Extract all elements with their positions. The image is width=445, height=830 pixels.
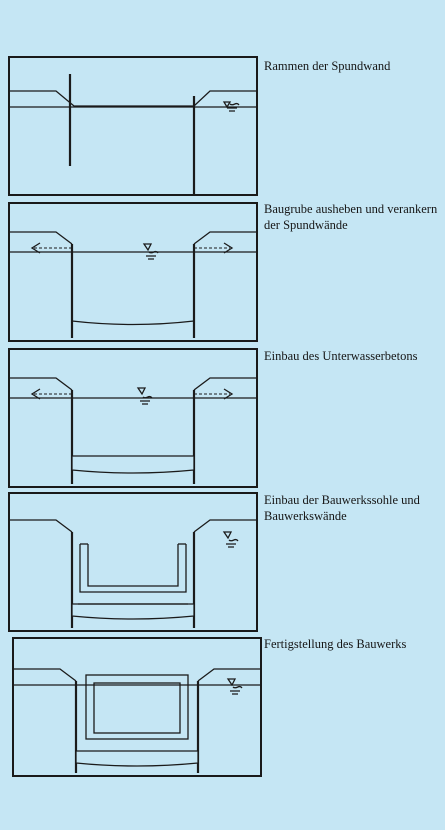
water-level-icon <box>222 531 239 548</box>
ground-right <box>197 668 260 682</box>
underwater-concrete-slab <box>75 750 199 767</box>
stage-2-diagram <box>10 231 256 338</box>
ground-left <box>10 377 73 391</box>
water-level-icon <box>222 101 240 112</box>
ground-right <box>193 231 256 245</box>
step-4-caption: Einbau der Bauwerkssohle und Bauwerkswän… <box>264 493 420 523</box>
stage-3-underwater-concrete <box>8 348 258 488</box>
water-level-icon <box>226 678 243 695</box>
step-1-caption: Rammen der Spundwand <box>264 59 391 73</box>
anchor-arrow-icon <box>30 242 234 254</box>
stage-4-diagram <box>10 519 256 628</box>
excavation-bottom <box>71 320 195 326</box>
ground-right <box>193 519 256 533</box>
underwater-concrete-slab <box>71 603 195 620</box>
stage-5-completion <box>12 637 262 777</box>
water-level-icon <box>136 387 153 405</box>
ground-left <box>14 668 77 682</box>
stage-4-floor-and-walls <box>8 492 258 632</box>
stage-2-excavation-anchoring <box>8 202 258 342</box>
ground-left <box>10 231 73 245</box>
step-2-caption: Baugrube ausheben und verankern der Spun… <box>264 202 438 232</box>
water-level-icon <box>142 243 159 260</box>
structure-inner <box>93 682 181 734</box>
ground-line <box>10 90 256 107</box>
step-5-caption: Fertigstellung des Bauwerks <box>264 637 407 651</box>
ground-left <box>10 519 73 533</box>
structure-walls-outer <box>79 544 187 593</box>
anchor-arrow-icon <box>30 388 234 400</box>
stage-1-diagram <box>10 74 256 194</box>
step-3-caption: Einbau des Unterwasserbetons <box>264 349 418 363</box>
structure-outer <box>85 674 189 740</box>
structure-walls-inner <box>87 544 179 587</box>
stage-5-diagram <box>14 668 260 773</box>
ground-right <box>193 377 256 391</box>
stage-3-diagram <box>10 377 256 484</box>
stage-1-driving-sheet-piles <box>8 56 258 196</box>
underwater-concrete-slab <box>71 455 195 474</box>
